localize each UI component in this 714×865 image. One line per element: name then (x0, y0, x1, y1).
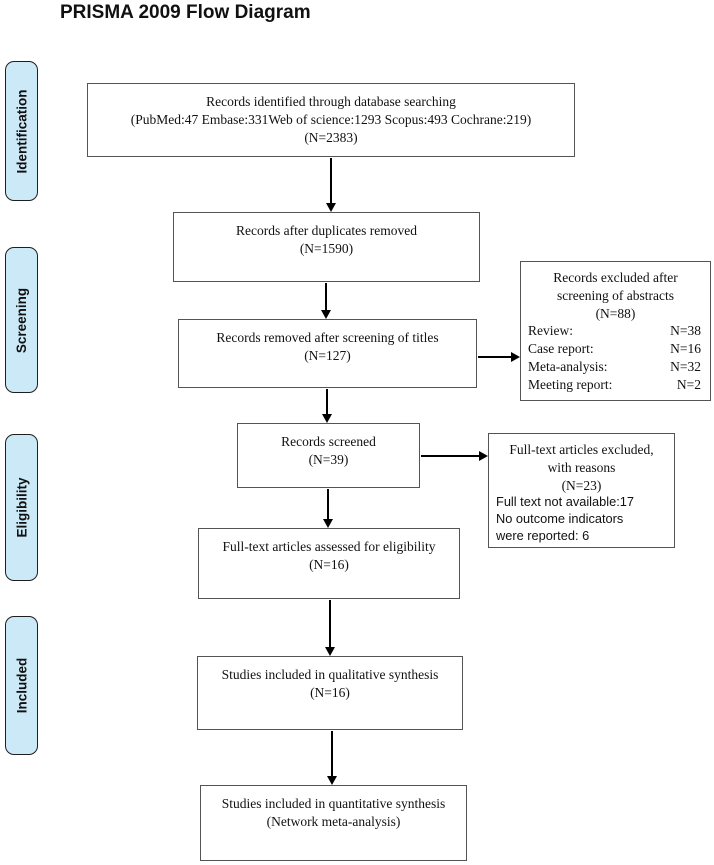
box-abstract-excluded-line2: screening of abstracts (557, 287, 674, 303)
arrow-screened-to-assessed (323, 489, 333, 528)
reason-label: Case report: (528, 341, 594, 357)
box-duplicates-removed-line1: Records after duplicates removed (235, 223, 418, 238)
box-records-screened: Records screened (N=39) (237, 423, 420, 488)
arrow-titles-to-screened (322, 389, 332, 423)
arrow-qualitative-to-quantitative (327, 731, 337, 785)
box-fulltext-assessed-line1: Full-text articles assessed for eligibil… (222, 539, 436, 554)
box-fulltext-excluded-line2: with reasons (547, 459, 616, 475)
box-titles-removed: Records removed after screening of title… (178, 319, 477, 388)
stage-identification: Identification (5, 61, 38, 201)
box-fulltext-assessed-count: (N=16) (309, 556, 349, 572)
arrow-screened-to-fulltext-excluded (421, 451, 488, 461)
arrow-duplicates-to-titles (321, 283, 331, 319)
fulltext-exclusion-reason: Full text not available:17 (496, 494, 635, 510)
reason-value: N=38 (670, 323, 701, 339)
diagram-title: PRISMA 2009 Flow Diagram (60, 2, 311, 23)
box-fulltext-excluded-line1: Full-text articles excluded, (509, 442, 654, 457)
box-titles-removed-count: (N=127) (304, 347, 351, 363)
box-records-identified: Records identified through database sear… (87, 83, 575, 157)
box-titles-removed-line1: Records removed after screening of title… (216, 330, 439, 345)
stage-screening-label: Screening (14, 287, 29, 353)
box-abstract-excluded-line1: Records excluded after (553, 270, 678, 285)
stage-eligibility: Eligibility (5, 434, 38, 581)
exclusion-reason-row: Case report: N=16 (521, 340, 710, 358)
box-fulltext-excluded-count: (N=23) (561, 477, 602, 493)
box-records-identified-line1: Records identified through database sear… (206, 94, 456, 109)
arrow-titles-to-abstract-excluded (478, 352, 520, 362)
reason-value: N=16 (670, 341, 701, 357)
box-qualitative-synthesis: Studies included in qualitative synthesi… (197, 656, 463, 730)
stage-screening: Screening (5, 247, 38, 393)
reason-value: N=32 (670, 359, 701, 375)
stage-included-label: Included (14, 657, 30, 714)
box-duplicates-removed: Records after duplicates removed (N=1590… (173, 212, 480, 282)
arrow-assessed-to-qualitative (325, 600, 335, 656)
box-records-identified-count: (N=2383) (304, 129, 358, 145)
box-fulltext-excluded: Full-text articles excluded, with reason… (488, 433, 675, 548)
box-duplicates-removed-count: (N=1590) (299, 240, 354, 256)
box-qualitative-synthesis-line1: Studies included in qualitative synthesi… (221, 667, 439, 682)
reason-label: Meta-analysis: (528, 359, 608, 375)
reason-label: Meeting report: (528, 376, 613, 392)
reason-label: Review: (528, 323, 573, 339)
exclusion-reason-row: Review: N=38 (521, 322, 710, 340)
stage-identification-label: Identification (14, 89, 29, 173)
fulltext-exclusion-reason: were reported: 6 (496, 528, 590, 544)
box-quantitative-synthesis-line2: (Network meta-analysis) (266, 813, 401, 829)
stage-eligibility-label: Eligibility (14, 477, 30, 538)
box-abstract-excluded: Records excluded after screening of abst… (520, 261, 711, 401)
box-records-identified-line2: (PubMed:47 Embase:331Web of science:1293… (130, 111, 532, 127)
box-records-screened-line1: Records screened (281, 434, 376, 449)
box-records-screened-count: (N=39) (308, 451, 349, 467)
exclusion-reason-row: Meta-analysis: N=32 (521, 358, 710, 376)
box-abstract-excluded-count: (N=88) (595, 305, 636, 321)
box-fulltext-assessed: Full-text articles assessed for eligibil… (198, 528, 460, 599)
stage-included: Included (5, 616, 38, 755)
box-quantitative-synthesis: Studies included in quantitative synthes… (200, 785, 467, 861)
reason-value: N=2 (676, 376, 701, 392)
box-quantitative-synthesis-line1: Studies included in quantitative synthes… (221, 796, 446, 811)
fulltext-exclusion-reason: No outcome indicators (496, 511, 624, 527)
arrow-identified-to-duplicates (326, 158, 336, 212)
exclusion-reason-row: Meeting report: N=2 (521, 376, 710, 394)
box-qualitative-synthesis-count: (N=16) (310, 684, 350, 700)
